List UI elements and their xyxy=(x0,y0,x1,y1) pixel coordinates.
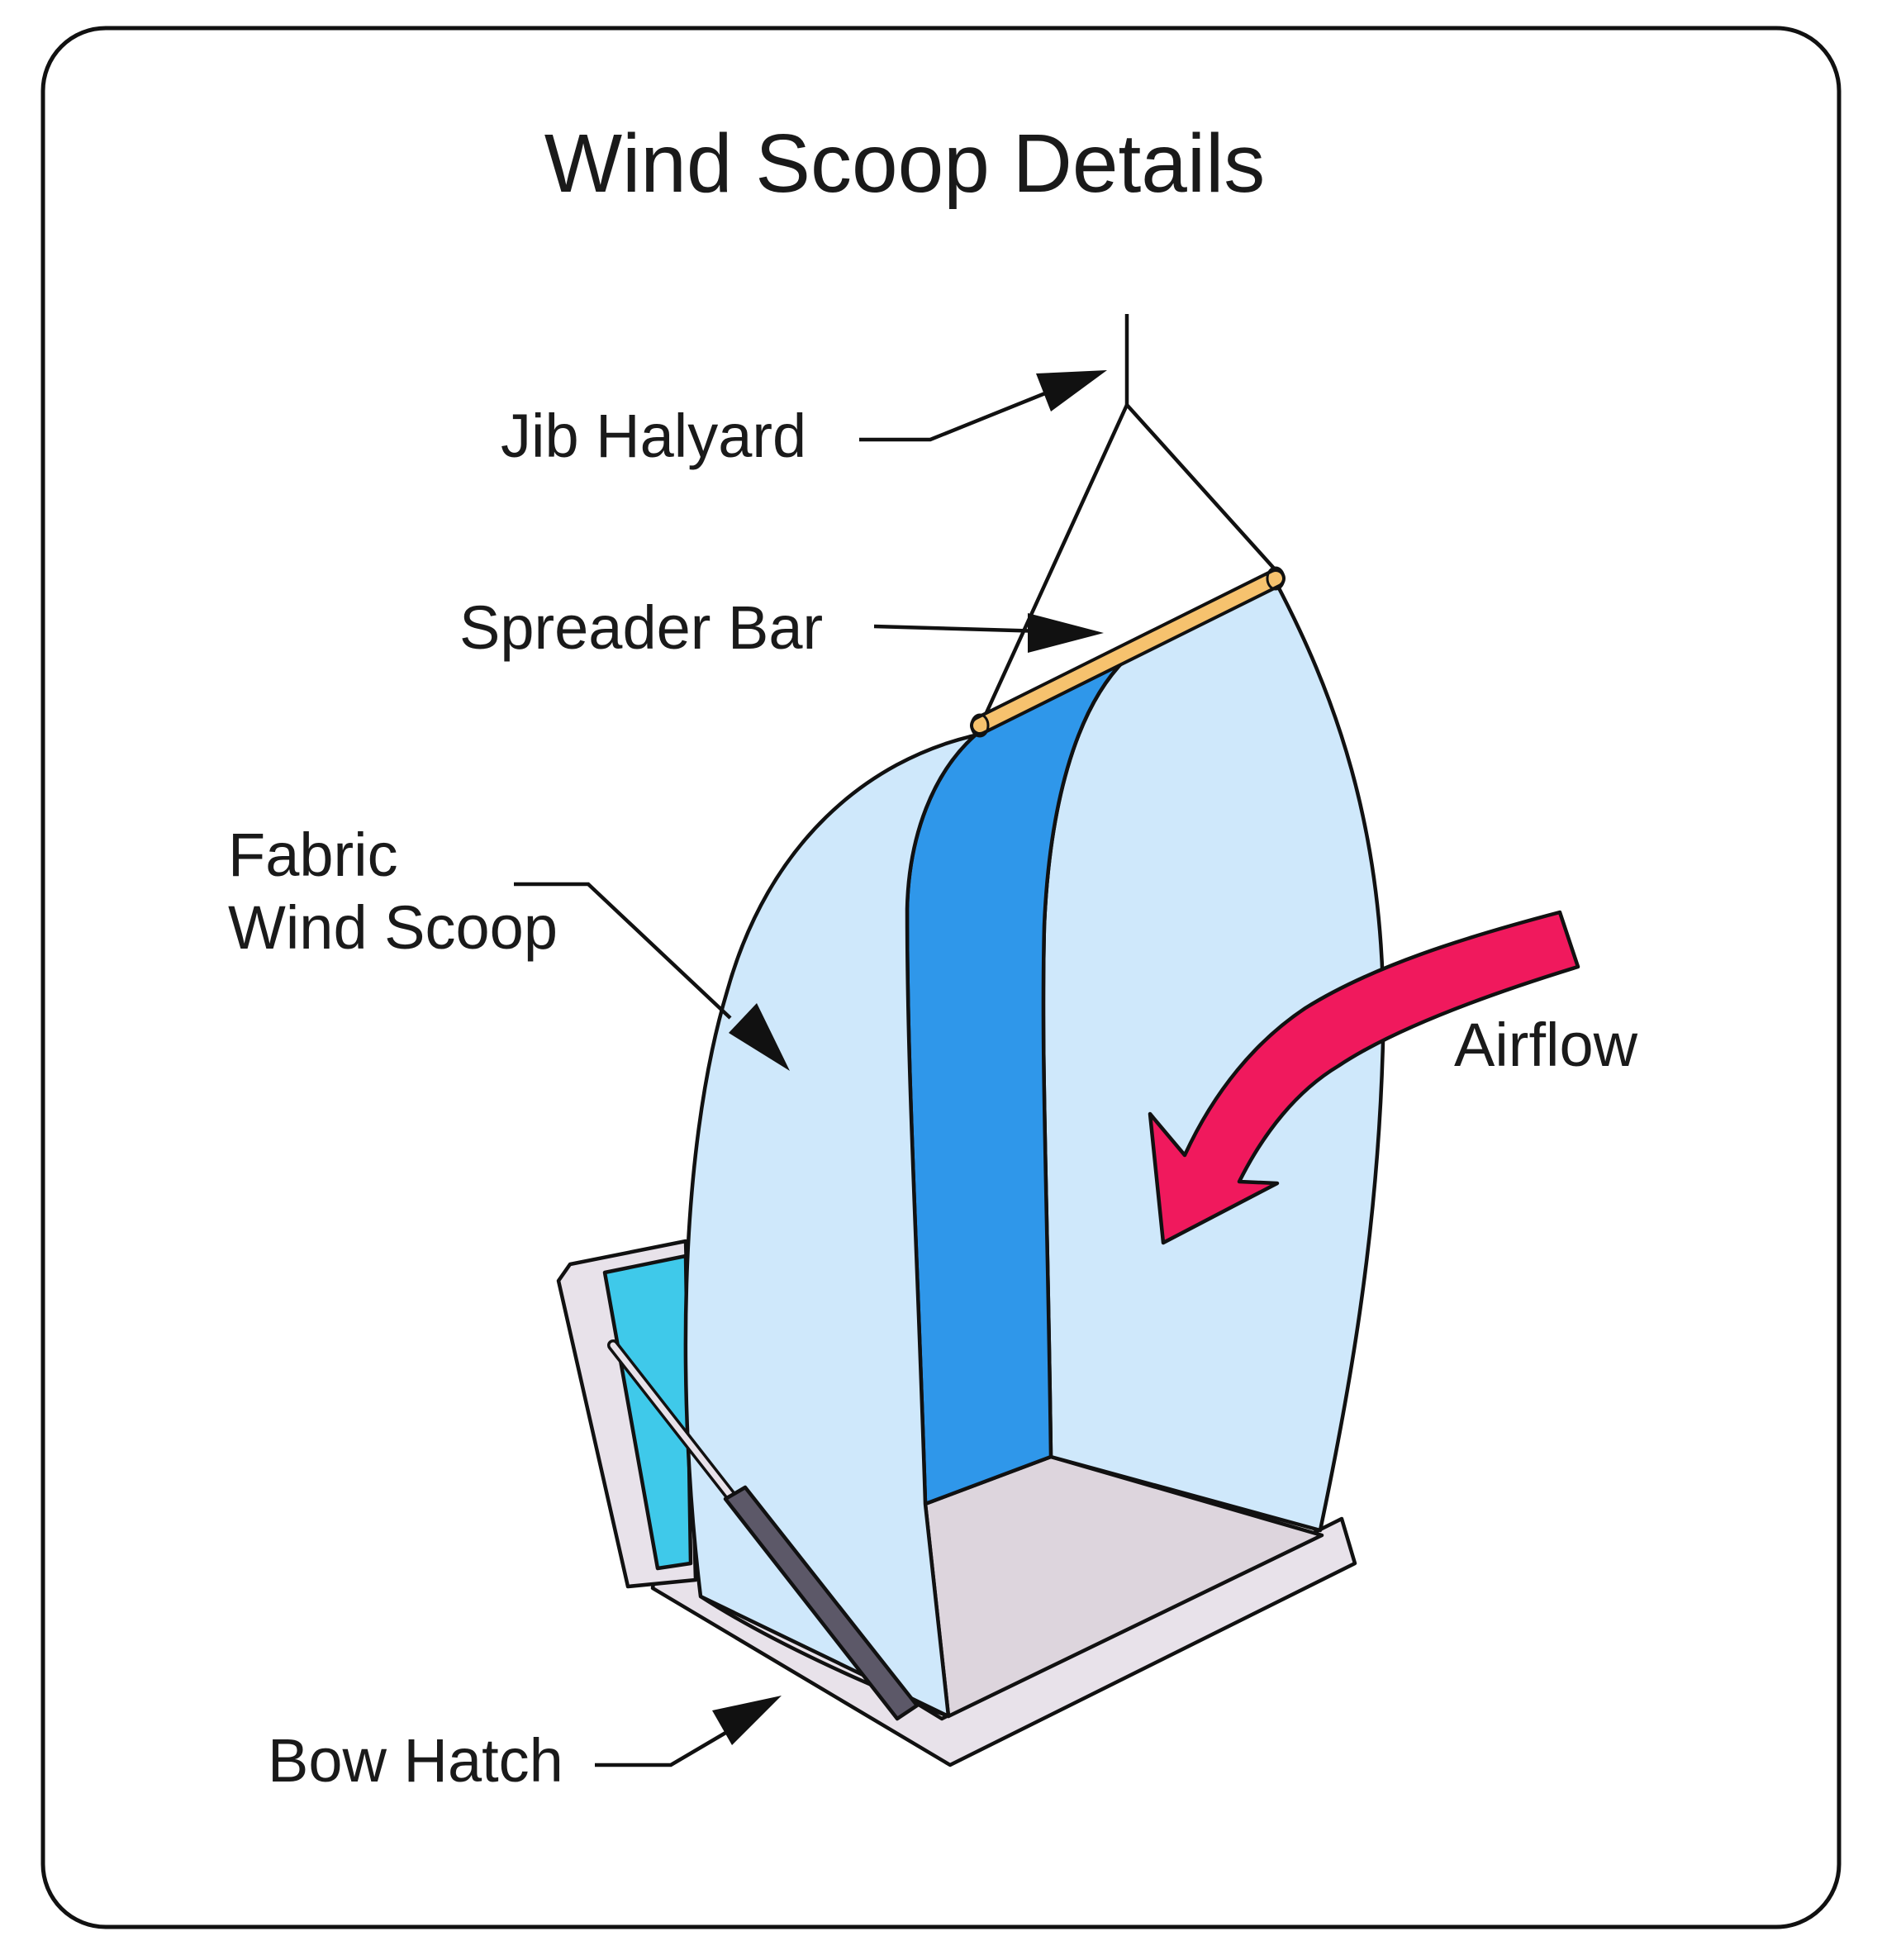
label-bow-hatch: Bow Hatch xyxy=(268,1726,563,1795)
bow-hatch-pointer xyxy=(595,1696,782,1767)
spreader-bar xyxy=(970,566,1286,738)
label-airflow: Airflow xyxy=(1454,1011,1638,1079)
hatch-lid-glass xyxy=(602,1254,693,1571)
label-spreader-bar: Spreader Bar xyxy=(459,593,823,662)
fabric-wind-scoop-pointer xyxy=(514,882,790,1071)
diagram-title: Wind Scoop Details xyxy=(544,117,1266,210)
scoop-left-panel xyxy=(683,733,977,1719)
hatch-prop-rod xyxy=(607,1339,920,1721)
fabric-wind-scoop xyxy=(683,579,1385,1719)
jib-halyard xyxy=(977,314,1277,728)
label-fabric-line2: Wind Scoop xyxy=(228,893,558,962)
label-fabric-line1: Fabric xyxy=(228,821,398,889)
spreader-bar-pointer xyxy=(873,613,1104,653)
airflow-arrow xyxy=(1148,910,1580,1245)
jib-halyard-pointer xyxy=(859,370,1107,442)
label-jib-halyard: Jib Halyard xyxy=(501,402,806,470)
